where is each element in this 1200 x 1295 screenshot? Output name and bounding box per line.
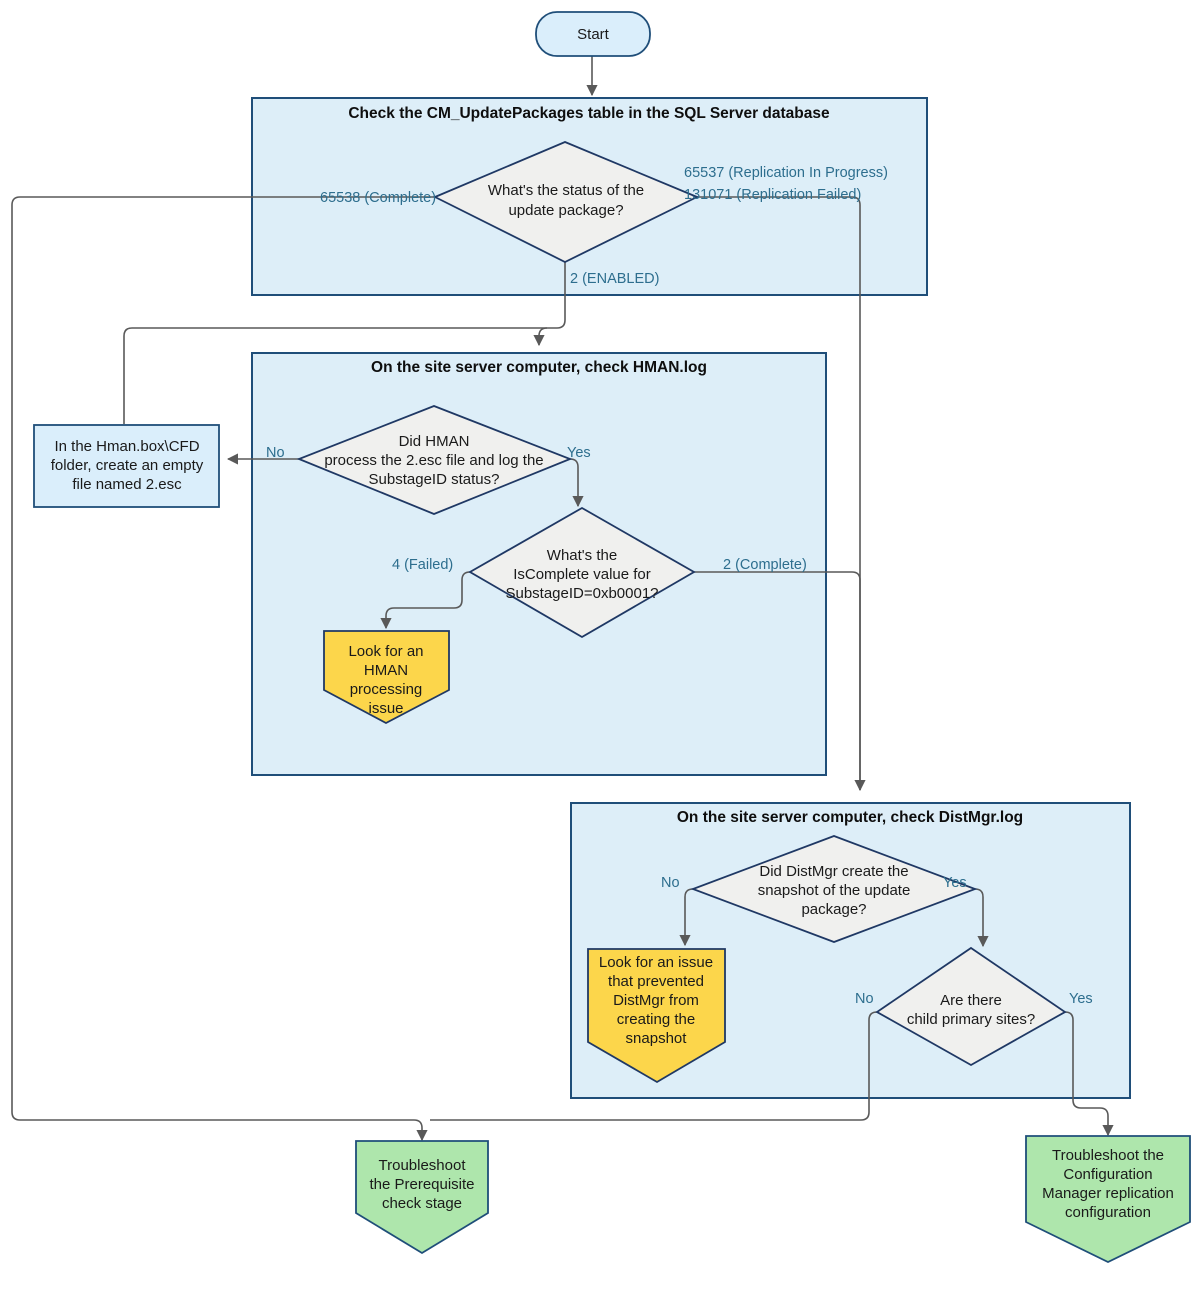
edge-label-status-enabled: 2 (ENABLED): [570, 271, 659, 287]
success-prereq-line1: Troubleshoot: [379, 1157, 467, 1174]
process-create-2esc-line2: folder, create an empty: [51, 457, 204, 474]
edge-label-childsites-no: No: [855, 991, 874, 1007]
decision-childsites-line2: child primary sites?: [907, 1011, 1035, 1028]
decision-status-line2: update package?: [508, 202, 623, 219]
warning-hman-line2: HMAN: [364, 662, 408, 679]
decision-iscomplete-line3: SubstageID=0xb0001?: [505, 585, 658, 602]
connector-iscomplete-failed-to-hmanissue: [380, 571, 471, 630]
decision-hman-line1: Did HMAN: [399, 433, 470, 450]
edge-label-status-in-progress: 65537 (Replication In Progress): [684, 165, 888, 181]
decision-child-primary-sites: [875, 946, 1067, 1067]
connector-status-enabled-to-hman: [533, 262, 566, 347]
edge-label-hman-no: No: [266, 445, 285, 461]
decision-iscomplete-line1: What's the: [547, 547, 617, 564]
success-troubleshoot-replication: [1025, 1135, 1191, 1264]
edge-label-status-failed: 131071 (Replication Failed): [684, 187, 861, 203]
container-hman-title: On the site server computer, check HMAN.…: [371, 359, 707, 376]
edge-label-iscomplete-failed: 4 (Failed): [392, 557, 453, 573]
connector-childsites-yes-to-replication: [1064, 1011, 1114, 1137]
success-replication-line2: Configuration: [1063, 1166, 1152, 1183]
warning-distmgr-line1: Look for an issue: [599, 954, 713, 971]
process-create-2esc: [33, 424, 220, 508]
process-create-2esc-line3: file named 2.esc: [72, 476, 182, 493]
edge-label-snapshot-yes: Yes: [943, 875, 967, 891]
decision-distmgr-snapshot: [690, 835, 978, 943]
connector-iscomplete-complete-to-distmgr: [694, 571, 861, 790]
edge-label-hman-yes: Yes: [567, 445, 591, 461]
edge-label-status-complete: 65538 (Complete): [320, 190, 436, 206]
success-replication-line1: Troubleshoot the: [1052, 1147, 1164, 1164]
success-troubleshoot-prerequisite: [355, 1140, 489, 1255]
edge-label-childsites-yes: Yes: [1069, 991, 1093, 1007]
decision-iscomplete-value: [468, 506, 696, 639]
container-sql-title: Check the CM_UpdatePackages table in the…: [348, 105, 830, 122]
decision-snapshot-line3: package?: [801, 901, 866, 918]
edge-label-iscomplete-complete: 2 (Complete): [723, 557, 807, 573]
connector-hman-entry-left-leg: [123, 327, 547, 424]
warning-hman-processing-issue: [323, 630, 450, 725]
success-prereq-line2: the Prerequisite: [369, 1176, 474, 1193]
start-node: [535, 11, 651, 57]
decision-hman-line2: process the 2.esc file and log the: [324, 452, 543, 469]
warning-hman-line1: Look for an: [348, 643, 423, 660]
connector-status-complete-to-prereq: [11, 196, 435, 1142]
decision-hman-processed: [296, 405, 573, 515]
container-distmgr-title: On the site server computer, check DistM…: [677, 809, 1023, 826]
connector-childsites-no-to-prereq: [430, 1011, 878, 1121]
warning-distmgr-line4: creating the: [617, 1011, 695, 1028]
process-create-2esc-line1: In the Hman.box\CFD: [54, 438, 199, 455]
edge-label-snapshot-no: No: [661, 875, 680, 891]
decision-status-line1: What's the status of the: [488, 182, 644, 199]
warning-hman-line3: processing: [350, 681, 423, 698]
decision-childsites-line1: Are there: [940, 992, 1002, 1009]
warning-hman-line4: issue: [368, 700, 403, 717]
warning-distmgr-snapshot-issue: [587, 948, 726, 1084]
success-prereq-line3: check stage: [382, 1195, 462, 1212]
decision-iscomplete-line2: IsComplete value for: [513, 566, 651, 583]
warning-distmgr-line2: that prevented: [608, 973, 704, 990]
decision-snapshot-line1: Did DistMgr create the: [759, 863, 908, 880]
decision-hman-line3: SubstageID status?: [369, 471, 500, 488]
success-replication-line3: Manager replication: [1042, 1185, 1174, 1202]
success-replication-line4: configuration: [1065, 1204, 1151, 1221]
decision-snapshot-line2: snapshot of the update: [758, 882, 911, 899]
warning-distmgr-line3: DistMgr from: [613, 992, 699, 1009]
decision-update-package-status: [432, 141, 700, 264]
start-label: Start: [577, 26, 610, 43]
warning-distmgr-line5: snapshot: [626, 1030, 688, 1047]
connector-status-failed-to-distmgr: [697, 196, 866, 792]
